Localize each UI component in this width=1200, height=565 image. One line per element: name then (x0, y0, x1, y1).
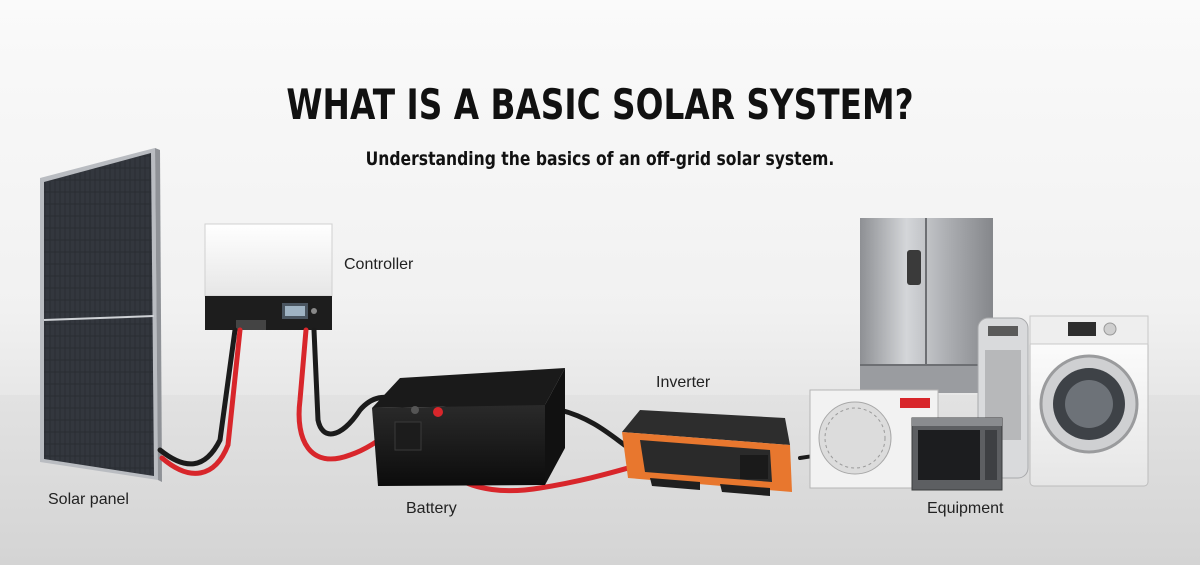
label-inverter: Inverter (656, 374, 711, 391)
label-solar-panel: Solar panel (48, 491, 129, 508)
washing-machine (1029, 315, 1149, 487)
page-subtitle: Understanding the basics of an off-grid … (365, 148, 835, 170)
page-title: WHAT IS A BASIC SOLAR SYSTEM? (286, 80, 914, 129)
charge-controller (204, 223, 333, 330)
battery (372, 368, 565, 486)
refrigerator (860, 218, 993, 393)
inverter (622, 410, 792, 496)
ac-outdoor-unit (809, 389, 939, 489)
label-equipment: Equipment (927, 500, 1004, 517)
label-battery: Battery (406, 500, 457, 517)
microwave-oven (911, 417, 1003, 491)
label-controller: Controller (344, 256, 414, 273)
solar-panel (40, 148, 162, 482)
